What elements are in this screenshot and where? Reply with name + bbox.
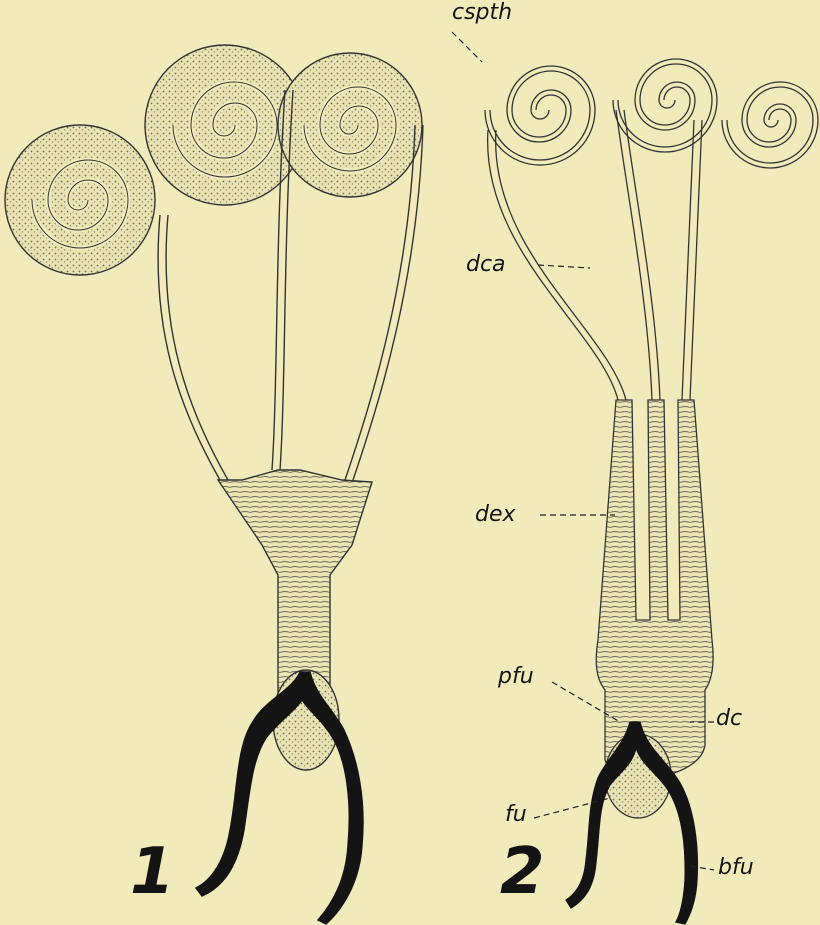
figure-2-ringed-ducts: [596, 400, 713, 778]
figure-1-drawing: [5, 45, 423, 924]
figure-number-2: 2: [500, 840, 545, 904]
label-fu: fu: [505, 804, 527, 826]
figure-number-1: 1: [130, 840, 175, 904]
figure-1-coil-right: [278, 53, 422, 197]
figure-2-coils: [485, 59, 818, 168]
label-pfu: pfu: [498, 666, 534, 688]
figure-2-drawing: [485, 59, 818, 924]
figure-1-coil-left: [5, 125, 155, 275]
figure-1-common-duct: [218, 470, 372, 700]
label-dc: dc: [716, 708, 742, 730]
label-bfu: bfu: [718, 857, 754, 879]
figure-2-ducts: [488, 110, 702, 400]
label-cspth: cspth: [452, 2, 512, 24]
label-dca: dca: [466, 254, 506, 276]
label-dex: dex: [475, 504, 516, 526]
